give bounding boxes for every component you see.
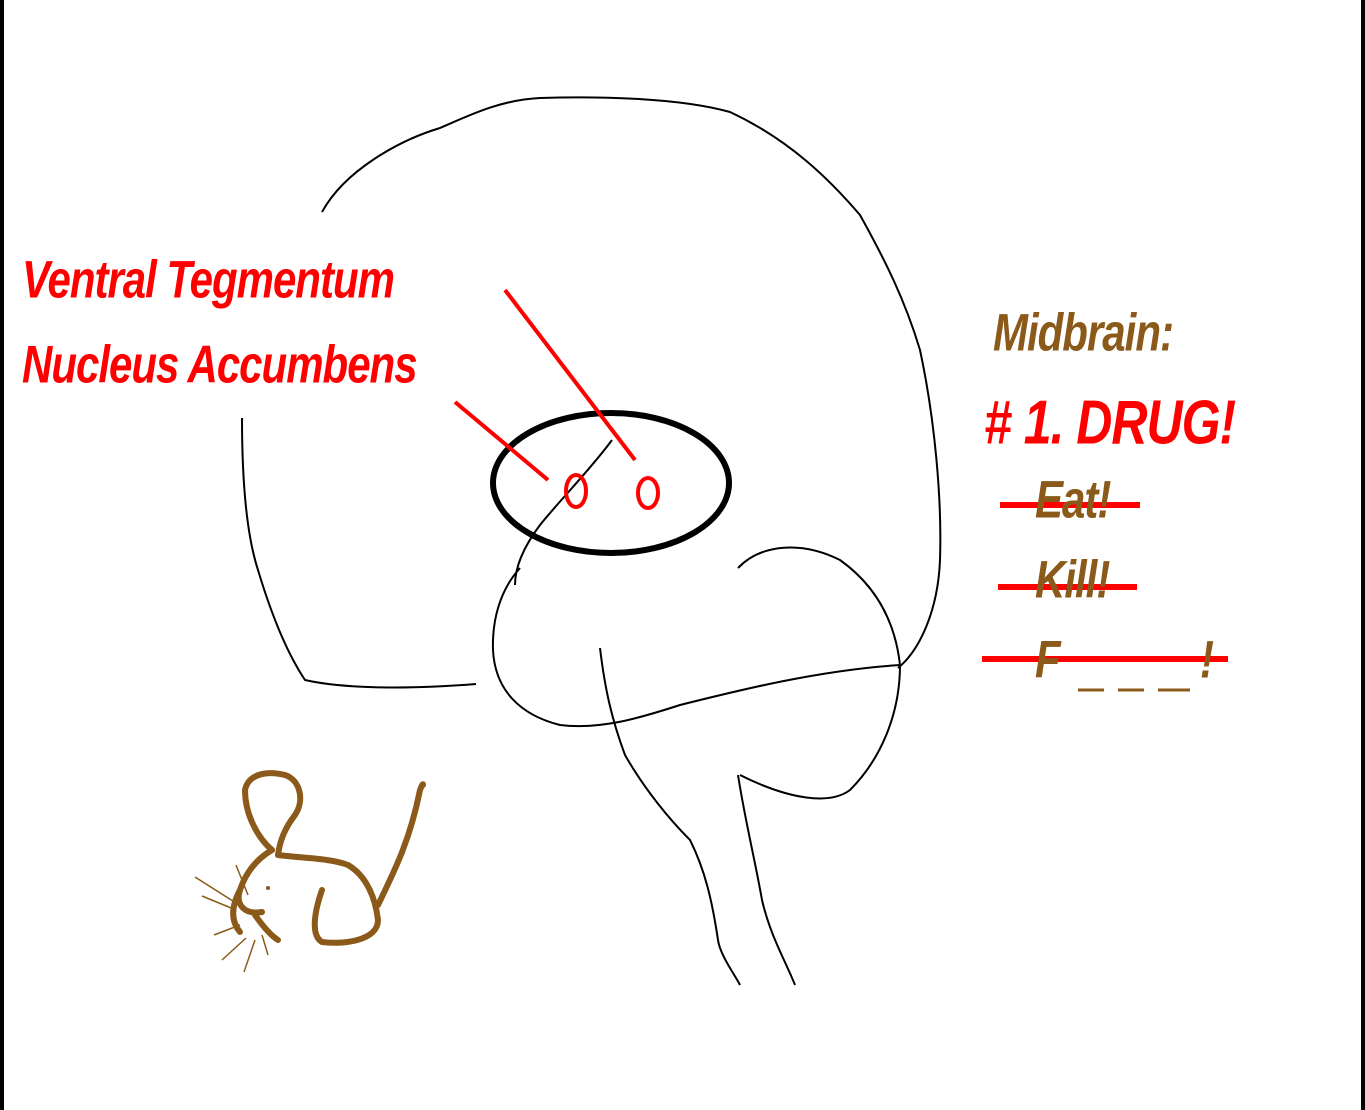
midbrain-label: Midbrain:	[993, 303, 1173, 363]
f-word-label: F	[1035, 630, 1060, 690]
drug-label: # 1. DRUG!	[984, 386, 1235, 459]
frontal-lobe-outline	[242, 418, 476, 687]
mouse-drawing-icon	[233, 773, 423, 943]
kill-label: Kill!	[1035, 550, 1109, 610]
mouse-eye	[266, 886, 270, 890]
cerebellum-outline	[738, 548, 900, 799]
nucleus-accumbens-pointer	[455, 402, 548, 480]
ventral-tegmentum-label: Ventral Tegmentum	[22, 250, 394, 310]
brainstem-left-outline	[600, 648, 740, 985]
pathway-line	[515, 440, 612, 585]
brainstem-right-outline	[738, 775, 795, 985]
ventral-tegmentum-marker	[638, 478, 658, 508]
nucleus-accumbens-label: Nucleus Accumbens	[22, 335, 417, 395]
midbrain-highlight-oval	[493, 413, 729, 553]
f-word-end-label: !	[1200, 630, 1213, 690]
eat-label: Eat!	[1035, 470, 1110, 530]
midbrain-blob-outline	[493, 568, 900, 726]
